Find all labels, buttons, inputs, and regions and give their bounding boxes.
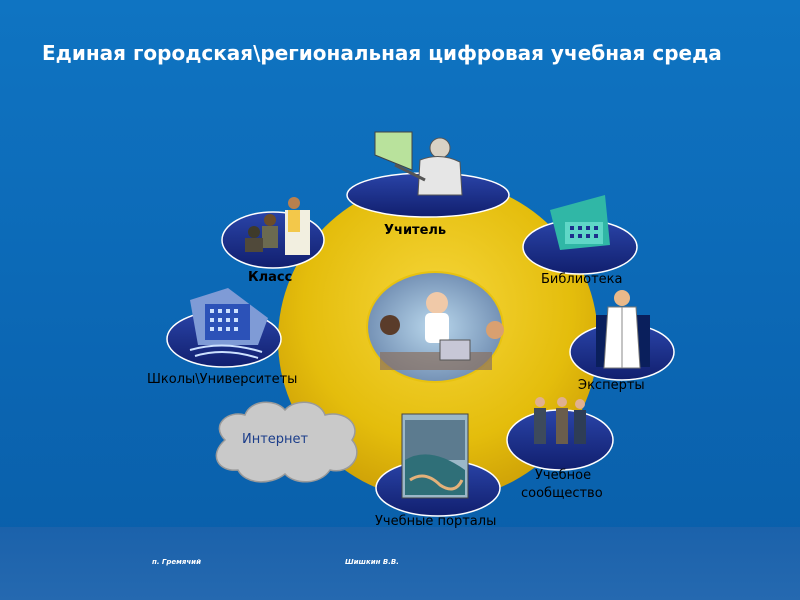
community-label-line2: сообщество — [521, 486, 603, 501]
internet-label: Интернет — [242, 432, 309, 447]
classroom-photo — [366, 271, 504, 383]
library-node — [522, 195, 638, 275]
portals-node — [375, 413, 501, 517]
footer-author: Шишкин В.В. — [345, 558, 399, 566]
experts-label: Эксперты — [578, 378, 645, 393]
teacher-node — [346, 131, 510, 218]
portals-label: Учебные порталы — [375, 514, 497, 529]
schools-label: Школы\Университеты — [147, 372, 298, 387]
teacher-label: Учитель — [384, 223, 447, 238]
library-label: Библиотека — [541, 272, 623, 287]
experts-node — [569, 290, 675, 381]
class-node — [221, 197, 325, 269]
community-node — [506, 397, 614, 471]
class-label: Класс — [248, 270, 293, 285]
internet-cloud — [215, 401, 358, 483]
slide-title: Единая городская\региональная цифровая у… — [42, 41, 722, 65]
footer-band — [0, 527, 800, 600]
footer-location: п. Гремячий — [152, 558, 201, 566]
schools-node — [166, 288, 282, 368]
community-label-line1: Учебное — [535, 468, 592, 483]
